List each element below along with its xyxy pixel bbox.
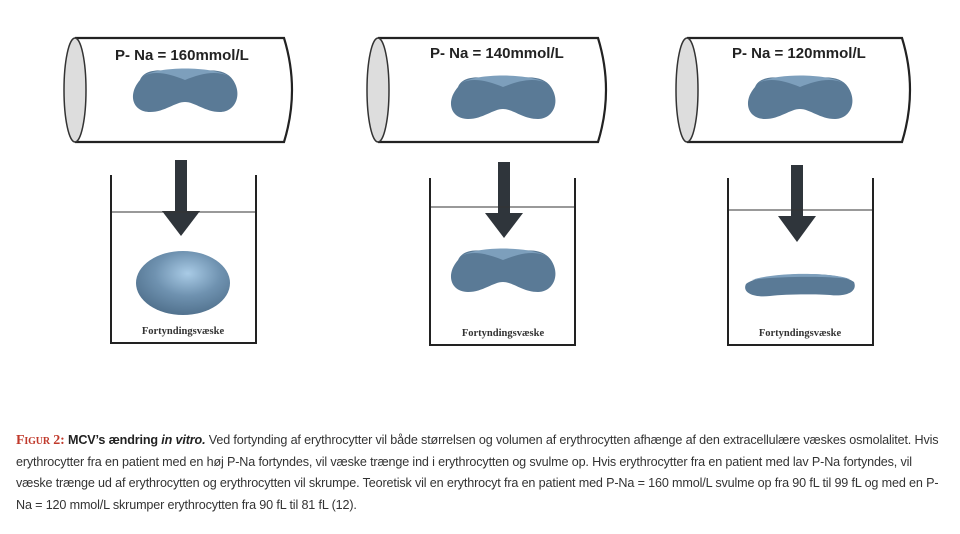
arrow-head [485, 213, 523, 238]
pna-label: P- Na = 120mmol/L [732, 45, 866, 62]
caption-title: MCV’s ændring in vitro. [68, 433, 206, 447]
liquid-label: Fortyndingsvæske [759, 328, 842, 339]
erythrocyte-swollen [136, 251, 230, 315]
arrow-head [162, 211, 200, 236]
pna-label: P- Na = 140mmol/L [430, 45, 564, 62]
erythrocyte-normal-diluted [450, 248, 556, 292]
panel-140: P- Na = 140mmol/L Fortyndingsvæske [366, 36, 608, 346]
pna-label: P- Na = 160mmol/L [115, 47, 249, 64]
arrow-down-icon [791, 165, 803, 217]
panel-160: P- Na = 160mmol/L Fortyndingsvæske [63, 36, 294, 344]
figure-label: Figur 2: [16, 433, 65, 448]
figure-caption: Figur 2: MCV’s ændring in vitro. Ved for… [16, 430, 946, 516]
caption-title-italic: in vitro. [161, 433, 206, 447]
caption-text: Ved fortynding af erythrocytter vil både… [16, 433, 939, 512]
liquid-label: Fortyndingsvæske [462, 328, 545, 339]
liquid-label: Fortyndingsvæske [142, 326, 225, 337]
arrow-down-icon [498, 162, 510, 214]
erythrocyte-shrunken [745, 273, 855, 297]
figure-diagram: P- Na = 160mmol/L Fortyndingsvæske P- Na… [63, 36, 912, 346]
arrow-head [778, 216, 816, 242]
panel-120: P- Na = 120mmol/L Fortyndingsvæske [675, 36, 912, 346]
caption-title-text: MCV’s ændring [68, 433, 162, 447]
arrow-down-icon [175, 160, 187, 212]
